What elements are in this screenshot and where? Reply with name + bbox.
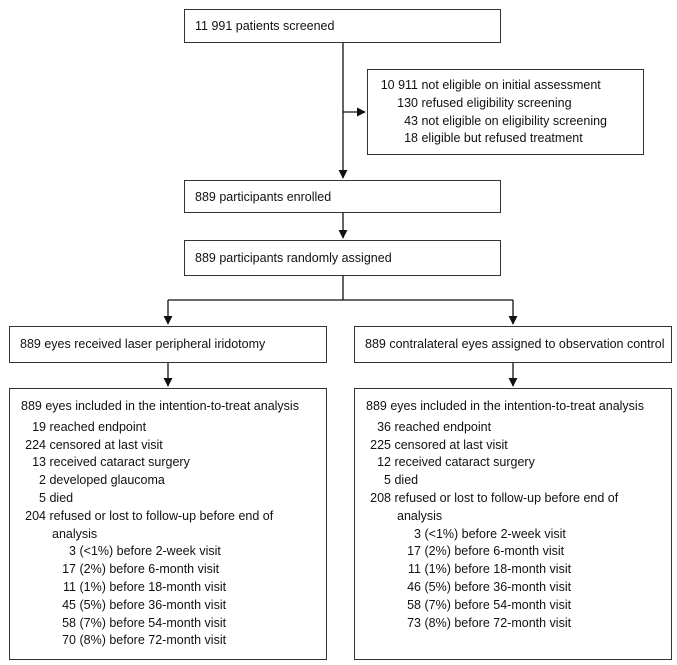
outcome-item: 5 died [39,490,74,505]
outcome-item: 2 developed glaucoma [39,473,165,488]
excluded-box: 10 911 not eligible on initial assessmen… [367,69,644,155]
outcome-item: 13 received cataract surgery [32,455,190,470]
loss-item: 70 (8%) before 72-month visit [62,633,227,648]
outcome-item: 5 died [384,473,419,488]
right-itt-title: 889 eyes included in the intention-to-tr… [366,399,644,413]
excluded-item: 130 refused eligibility screening [397,95,572,110]
enrolled-text: 889 participants enrolled [195,190,332,204]
right-arm-box: 889 contralateral eyes assigned to obser… [354,326,672,363]
analysis-word: analysis [52,526,98,541]
enrolled-box: 889 participants enrolled [184,180,501,213]
left-itt-box: 889 eyes included in the intention-to-tr… [9,388,327,660]
outcome-item: 225 censored at last visit [370,437,508,452]
outcome-item: 224 censored at last visit [25,437,163,452]
loss-item: 45 (5%) before 36-month visit [62,597,227,612]
loss-item: 17 (2%) before 6-month visit [407,544,565,559]
randomised-text: 889 participants randomly assigned [195,251,392,265]
loss-item: 11 (1%) before 18-month visit [408,562,572,577]
outcome-item: 208 refused or lost to follow-up before … [370,490,619,505]
loss-item: 58 (7%) before 54-month visit [62,615,227,630]
loss-item: 3 (<1%) before 2-week visit [414,526,566,541]
outcome-item: 19 reached endpoint [32,419,147,434]
loss-item: 3 (<1%) before 2-week visit [69,544,221,559]
outcome-item: 204 refused or lost to follow-up before … [25,508,274,523]
screened-box: 11 991 patients screened [184,9,501,43]
excluded-item: 18 eligible but refused treatment [404,131,583,146]
screened-text: 11 991 patients screened [195,19,335,33]
left-arm-text: 889 eyes received laser peripheral irido… [20,337,266,351]
right-itt-box: 889 eyes included in the intention-to-tr… [354,388,672,660]
excluded-item: 10 911 not eligible on initial assessmen… [380,78,601,92]
outcome-item: 36 reached endpoint [377,419,492,434]
excluded-item: 43 not eligible on eligibility screening [404,113,608,128]
left-arm-box: 889 eyes received laser peripheral irido… [9,326,327,363]
randomised-box: 889 participants randomly assigned [184,240,501,276]
loss-item: 11 (1%) before 18-month visit [63,579,227,594]
outcome-item: 12 received cataract surgery [377,455,535,470]
loss-item: 58 (7%) before 54-month visit [407,597,572,612]
loss-item: 17 (2%) before 6-month visit [62,562,220,577]
loss-item: 46 (5%) before 36-month visit [407,579,572,594]
left-itt-title: 889 eyes included in the intention-to-tr… [21,399,299,413]
loss-item: 73 (8%) before 72-month visit [407,615,572,630]
analysis-word: analysis [397,508,443,523]
right-arm-text: 889 contralateral eyes assigned to obser… [365,337,665,351]
